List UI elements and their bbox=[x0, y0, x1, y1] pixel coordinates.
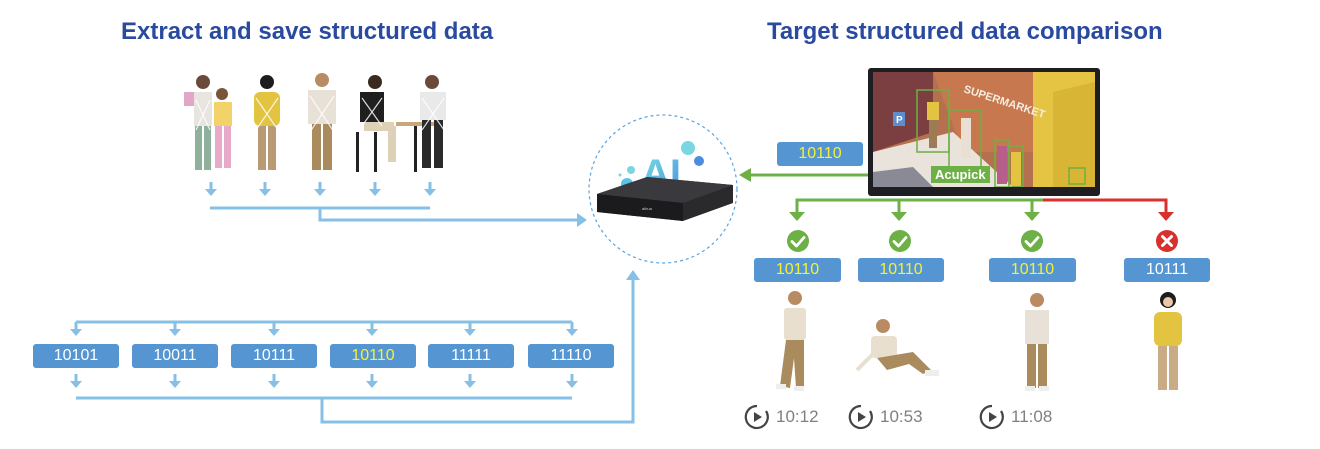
result-figure-standing-phone bbox=[776, 291, 806, 391]
mismatch-branch bbox=[1043, 198, 1168, 214]
mismatch-arrowhead bbox=[1158, 212, 1174, 221]
code-box: 10101 bbox=[33, 344, 119, 368]
arrow-to-nvr bbox=[577, 213, 587, 227]
timestamp-label: 11:08 bbox=[1011, 407, 1053, 426]
figure-down-arrows bbox=[205, 182, 436, 196]
timestamp-item[interactable]: 10:53 bbox=[848, 404, 923, 430]
codes-to-nvr-line bbox=[76, 278, 635, 424]
svg-text:alhua: alhua bbox=[642, 206, 653, 211]
result-code-box: 10111 bbox=[1124, 258, 1210, 282]
down-arrow bbox=[369, 182, 381, 196]
person-figure bbox=[308, 73, 336, 170]
result-code-box: 10110 bbox=[989, 258, 1076, 282]
surveillance-scene: P SUPERMARKET Acupick bbox=[873, 72, 1095, 187]
codes-bottom-arrows bbox=[70, 374, 578, 388]
timestamp-label: 10:12 bbox=[776, 407, 819, 426]
match-branch bbox=[795, 198, 1043, 214]
check-icon bbox=[889, 230, 911, 252]
query-code-box: 10110 bbox=[777, 142, 863, 166]
down-arrow bbox=[259, 182, 271, 196]
down-arrow bbox=[424, 182, 436, 196]
result-figure-sitting-phone bbox=[855, 319, 939, 376]
dashed-circle bbox=[588, 114, 738, 264]
bubble-icon bbox=[627, 166, 635, 174]
play-icon[interactable] bbox=[848, 404, 874, 430]
result-code-box: 10110 bbox=[858, 258, 944, 282]
match-arrowheads bbox=[789, 212, 1040, 221]
result-code-box: 10110 bbox=[754, 258, 841, 282]
result-figure-vest bbox=[1025, 293, 1049, 391]
code-box: 11111 bbox=[428, 344, 514, 368]
codes-top-branch bbox=[74, 320, 574, 330]
arrow-left-to-nvr bbox=[739, 168, 751, 182]
nvr-graphic: AI alhua bbox=[588, 114, 738, 264]
down-arrow bbox=[205, 182, 217, 196]
play-icon[interactable] bbox=[744, 404, 770, 430]
bubble-icon bbox=[694, 156, 704, 166]
arrow-up-to-nvr bbox=[626, 270, 640, 280]
result-figure-yellow-sweater bbox=[1154, 292, 1182, 390]
monitor-display: P SUPERMARKET Acupick bbox=[868, 68, 1100, 196]
code-box: 11110 bbox=[528, 344, 614, 368]
skeleton-overlay bbox=[195, 95, 445, 133]
right-title: Target structured data comparison bbox=[767, 18, 1163, 45]
cross-icon bbox=[1156, 230, 1178, 252]
person-figure bbox=[254, 75, 280, 170]
extracted-people-figures bbox=[184, 73, 446, 172]
parking-sign bbox=[893, 112, 905, 126]
codes-top-arrowheads bbox=[70, 329, 578, 336]
person-figure bbox=[420, 75, 446, 168]
ai-nvr-device: AI alhua bbox=[587, 113, 739, 265]
check-icon bbox=[1021, 230, 1043, 252]
acupick-tag: Acupick bbox=[931, 166, 990, 183]
left-title: Extract and save structured data bbox=[121, 18, 494, 45]
check-icon bbox=[787, 230, 809, 252]
code-box-highlighted: 10110 bbox=[330, 344, 416, 368]
play-icon[interactable] bbox=[979, 404, 1005, 430]
bubble-icon bbox=[618, 173, 622, 177]
person-figure bbox=[356, 75, 436, 172]
code-box: 10011 bbox=[132, 344, 218, 368]
timestamp-label: 10:53 bbox=[880, 407, 923, 426]
scene-illustration: P SUPERMARKET bbox=[873, 72, 1095, 187]
timestamp-item[interactable]: 11:08 bbox=[979, 404, 1052, 430]
figures-to-nvr-line bbox=[210, 206, 578, 222]
bubble-icon bbox=[681, 141, 695, 155]
timestamp-item[interactable]: 10:12 bbox=[744, 404, 819, 430]
svg-text:P: P bbox=[896, 115, 903, 126]
code-box: 10111 bbox=[231, 344, 317, 368]
down-arrow bbox=[314, 182, 326, 196]
person-figure bbox=[184, 75, 232, 170]
